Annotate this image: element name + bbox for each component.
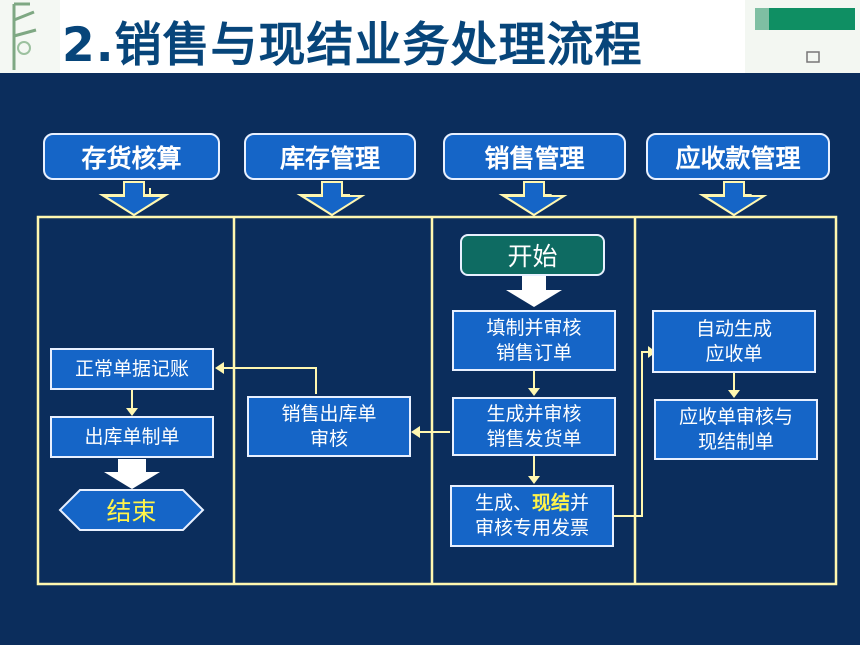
step-auto-generate-receivable: 自动生成 应收单 (652, 310, 816, 373)
end-terminator-shape (58, 489, 205, 531)
step-generate-delivery-note: 生成并审核 销售发货单 (452, 397, 616, 456)
step-fill-sales-order: 填制并审核 销售订单 (452, 310, 616, 371)
voucher-down-arrow (104, 459, 160, 489)
swimlane-frame (36, 215, 838, 586)
dept-receivables-management: 应收款管理 (646, 133, 830, 180)
dept-inventory-accounting: 存货核算 (43, 133, 220, 180)
invoice-text-prefix: 生成、 (474, 492, 532, 514)
decorative-right-graphic (745, 0, 860, 73)
invoice-text-suffix: 并 审核专用发票 (474, 492, 590, 539)
step-generate-invoice: 生成、现结并 审核专用发票 (450, 485, 614, 547)
start-down-arrow (506, 276, 562, 307)
start-node: 开始 (460, 234, 605, 276)
decorative-corner-graphic (0, 0, 60, 73)
dept-stock-management: 库存管理 (244, 133, 416, 180)
step-outbound-voucher: 出库单制单 (50, 416, 214, 458)
step-receivable-review: 应收单审核与 现结制单 (654, 399, 818, 460)
step-normal-bookkeeping: 正常单据记账 (50, 348, 214, 390)
dept-sales-management: 销售管理 (443, 133, 626, 180)
slide-title: 2.销售与现结业务处理流程 (62, 18, 643, 73)
step-outbound-review: 销售出库单 审核 (247, 396, 411, 457)
slide-header: 2.销售与现结业务处理流程 (0, 0, 860, 73)
invoice-text-highlight: 现结 (531, 492, 570, 514)
end-node: 结束 (106, 497, 157, 526)
